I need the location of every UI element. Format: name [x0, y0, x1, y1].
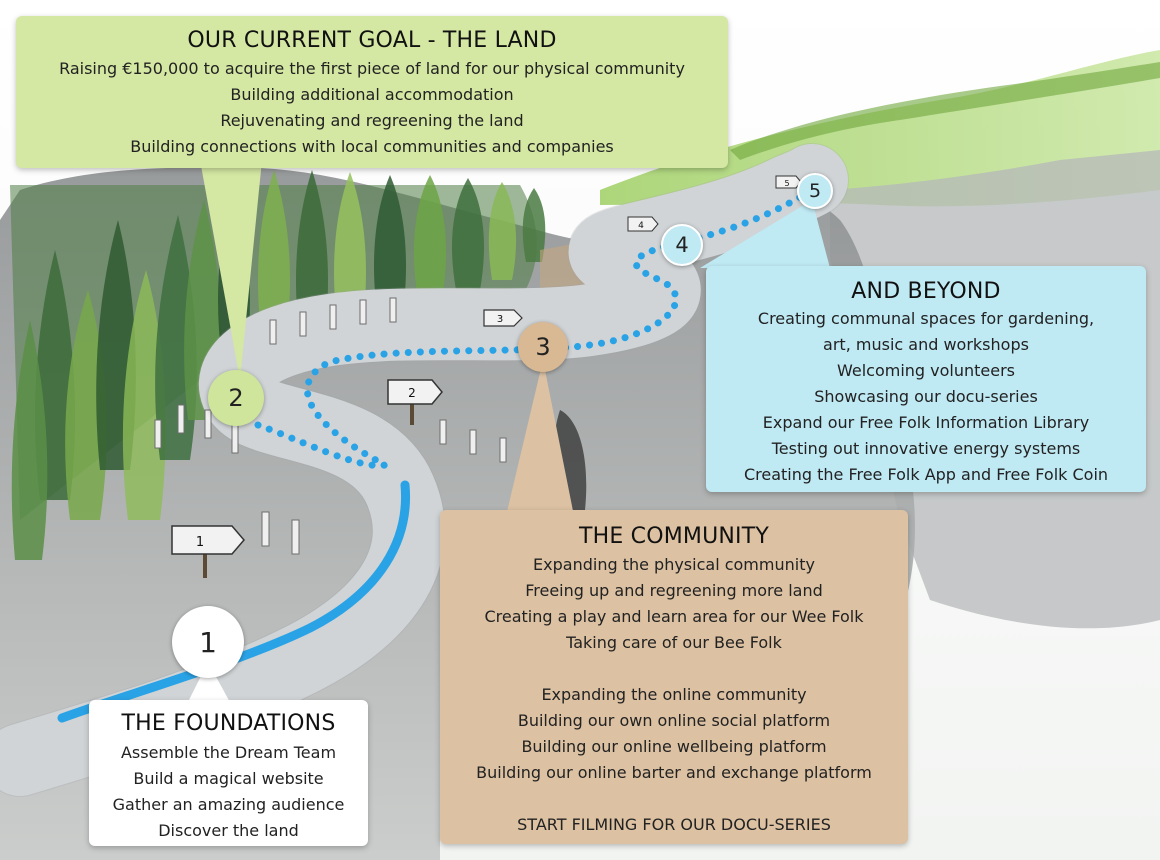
road-sign-one-label: 1 — [196, 535, 204, 550]
goal-pointer — [200, 160, 262, 380]
goal-line: Building additional accommodation — [230, 85, 514, 104]
step-marker-five: 5 — [797, 173, 833, 209]
winding-road — [0, 144, 848, 796]
journey-path-complete — [57, 480, 411, 723]
beyond-line: Welcoming volunteers — [836, 361, 1016, 380]
community-title: THE COMMUNITY — [578, 524, 770, 549]
step-marker-four: 4 — [661, 224, 703, 266]
road-sign-two-label: 2 — [408, 386, 416, 400]
community-closing: START FILMING FOR OUR DOCU-SERIES — [517, 815, 831, 834]
road-sign-three-label: 3 — [497, 314, 503, 325]
goal-title: OUR CURRENT GOAL - THE LAND — [187, 28, 557, 53]
road-sign-three: 3 — [483, 309, 523, 327]
foundations-callout: THE FOUNDATIONS Assemble the Dream Team … — [89, 700, 368, 846]
community-line: Building our own online social platform — [517, 711, 831, 730]
goal-line: Raising €150,000 to acquire the first pi… — [59, 59, 685, 78]
goal-line: Building connections with local communit… — [130, 137, 614, 156]
foundations-line: Build a magical website — [133, 769, 324, 788]
foundations-title: THE FOUNDATIONS — [121, 711, 336, 736]
beyond-line: Testing out innovative energy systems — [771, 439, 1081, 458]
community-pointer — [506, 360, 574, 516]
community-line: Freeing up and regreening more land — [525, 581, 823, 600]
foundations-line: Assemble the Dream Team — [120, 743, 337, 762]
step-marker-three: 3 — [518, 322, 568, 372]
forest-trees — [11, 170, 546, 560]
foundations-line: Gather an amazing audience — [112, 795, 345, 814]
beyond-callout: AND BEYOND Creating communal spaces for … — [706, 266, 1146, 492]
beyond-line: Expand our Free Folk Information Library — [762, 413, 1090, 432]
road-sign-four: 4 — [627, 216, 659, 232]
step-marker-two: 2 — [208, 370, 264, 426]
community-line: Expanding the physical community — [533, 555, 815, 574]
road-sign-two: 2 — [387, 379, 443, 425]
road-sign-four-label: 4 — [638, 221, 644, 231]
community-line: Expanding the online community — [541, 685, 807, 704]
step-marker-one: 1 — [172, 606, 244, 678]
beyond-line: Creating communal spaces for gardening, — [757, 309, 1095, 328]
community-spacer — [440, 656, 908, 682]
beyond-line: Showcasing our docu-series — [814, 387, 1038, 406]
foundations-line: Discover the land — [158, 821, 299, 840]
road-fence-posts — [154, 297, 507, 555]
distant-hedge — [730, 62, 1160, 160]
community-line: Building our online barter and exchange … — [476, 763, 872, 782]
beyond-line: Creating the Free Folk App and Free Folk… — [743, 465, 1109, 484]
community-line: Building our online wellbeing platform — [521, 737, 827, 756]
road-edge — [0, 143, 849, 797]
beyond-pointer — [700, 200, 830, 268]
goal-callout: OUR CURRENT GOAL - THE LAND Raising €150… — [16, 16, 728, 168]
community-callout: THE COMMUNITY Expanding the physical com… — [440, 510, 908, 844]
beyond-line: art, music and workshops — [823, 335, 1029, 354]
community-spacer — [440, 786, 908, 812]
road-sign-five-label: 5 — [784, 179, 789, 188]
goal-line: Rejuvenating and regreening the land — [220, 111, 524, 130]
community-line: Taking care of our Bee Folk — [566, 633, 782, 652]
foundations-pointer — [186, 662, 232, 706]
road-sign-one: 1 — [171, 525, 245, 578]
community-line: Creating a play and learn area for our W… — [484, 607, 864, 626]
beyond-title: AND BEYOND — [851, 279, 1001, 304]
